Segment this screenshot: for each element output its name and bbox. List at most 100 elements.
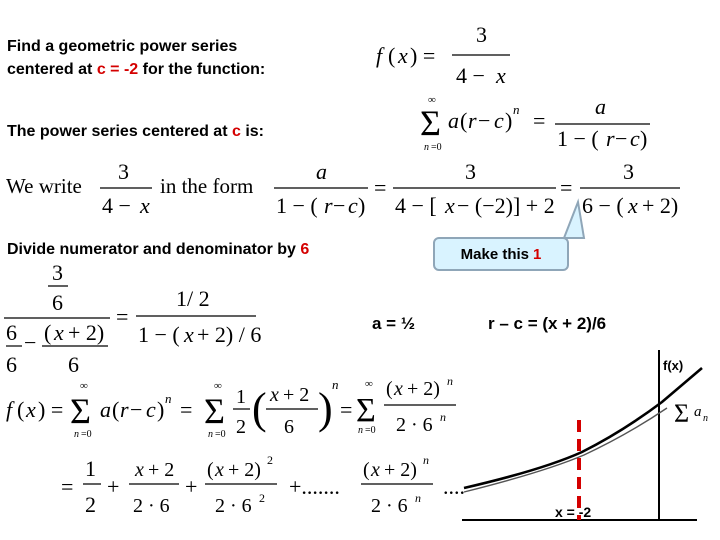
f-curve <box>463 367 703 490</box>
svg-text:(: ( <box>252 384 267 433</box>
svg-text:n: n <box>208 429 213 440</box>
series-c: c <box>231 123 241 140</box>
svg-text:1/ 2: 1/ 2 <box>176 286 210 311</box>
svg-text:−: − <box>24 330 36 355</box>
svg-text:6: 6 <box>52 290 63 315</box>
svg-text:f: f <box>376 43 385 68</box>
svg-text:(: ( <box>388 43 395 68</box>
svg-text:=0: =0 <box>431 142 442 153</box>
svg-text:(: ( <box>207 459 214 481</box>
svg-text:3: 3 <box>623 159 634 184</box>
svg-text:+ 2: + 2 <box>148 459 174 481</box>
svg-text:− (−2)] + 2: − (−2)] + 2 <box>457 193 555 218</box>
svg-text:(: ( <box>363 459 370 481</box>
svg-text:x: x <box>25 397 36 422</box>
svg-text:=0: =0 <box>215 429 226 440</box>
svg-text:2: 2 <box>85 492 96 517</box>
svg-text:+ 2): + 2) <box>384 459 417 481</box>
svg-text:(: ( <box>17 397 24 422</box>
we-write-label: We write <box>6 174 82 198</box>
svg-text:−: − <box>130 397 142 422</box>
svg-text:n: n <box>447 375 453 388</box>
svg-text:r: r <box>606 126 615 151</box>
svg-text:+ 2): + 2) <box>68 320 104 345</box>
in-the-form-label: in the form <box>160 174 253 198</box>
svg-text:=: = <box>61 474 73 499</box>
svg-text:): ) <box>358 193 365 218</box>
svg-text:−: − <box>333 193 345 218</box>
callout-number: 1 <box>533 245 542 263</box>
svg-text:): ) <box>640 126 647 151</box>
svg-text:Σ: Σ <box>70 391 91 431</box>
svg-text:): ) <box>505 108 512 133</box>
r-minus-c-value: r – c = (x + 2)/6 <box>488 314 607 333</box>
svg-text:a: a <box>595 94 606 119</box>
svg-text:+.......: +....... <box>289 474 340 499</box>
compound-fraction: 3 6 6 − ( x + 2) 6 6 = 1/ 2 1 − ( x + 2)… <box>4 260 261 377</box>
svg-text:n: n <box>332 377 339 392</box>
svg-text:): ) <box>318 384 333 433</box>
svg-text:−: − <box>615 126 627 151</box>
svg-text:x: x <box>370 459 380 481</box>
divisor: 6 <box>300 241 310 258</box>
svg-text:1: 1 <box>236 386 246 408</box>
expanded-terms: = 1 2 + x + 2 2 · 6 + ( x + 2) 2 2 · 6 2… <box>61 453 465 517</box>
svg-text:2: 2 <box>259 491 265 505</box>
svg-text:+ 2: + 2 <box>283 384 309 406</box>
svg-text:∞: ∞ <box>428 94 436 106</box>
svg-text:x: x <box>183 322 194 347</box>
svg-text:1 − (: 1 − ( <box>138 322 180 347</box>
svg-text:1 − (: 1 − ( <box>557 126 599 151</box>
svg-text:Σ: Σ <box>204 391 225 431</box>
svg-text:): ) <box>157 397 164 422</box>
svg-text:=: = <box>340 397 352 422</box>
svg-text:3: 3 <box>52 260 63 285</box>
svg-text:n: n <box>424 142 429 153</box>
svg-text:n: n <box>440 410 446 424</box>
svg-text:=: = <box>374 175 386 200</box>
svg-text:=0: =0 <box>365 425 376 436</box>
svg-text:4 −: 4 − <box>456 63 485 88</box>
svg-text:6: 6 <box>6 352 17 377</box>
series-prefix: The power series centered at <box>7 123 232 140</box>
series-suffix: is: <box>240 123 265 140</box>
svg-text:=: = <box>533 108 545 133</box>
svg-text:c: c <box>348 193 358 218</box>
svg-text:r: r <box>468 108 477 133</box>
svg-text:Σ: Σ <box>420 103 441 143</box>
line2-suffix: for the function: <box>138 61 266 78</box>
function-definition: f ( x ) = 3 4 − x <box>376 22 510 88</box>
make-this-one-callout: Make this 1 <box>433 237 569 271</box>
svg-text:(: ( <box>386 378 393 400</box>
svg-text:x: x <box>214 459 224 481</box>
svg-text:∞: ∞ <box>214 380 222 392</box>
svg-text:n: n <box>703 413 708 424</box>
svg-text:) =: ) = <box>38 397 63 422</box>
svg-text:n: n <box>513 102 520 117</box>
svg-text:(: ( <box>460 108 467 133</box>
svg-text:2 · 6: 2 · 6 <box>371 495 408 517</box>
svg-text:∞: ∞ <box>365 378 373 390</box>
svg-text:+: + <box>107 474 119 499</box>
svg-text:n: n <box>165 391 172 406</box>
svg-text:r: r <box>120 397 129 422</box>
svg-text:2: 2 <box>236 416 246 438</box>
svg-text:....: .... <box>443 474 465 499</box>
svg-text:(: ( <box>112 397 119 422</box>
svg-text:6 − (: 6 − ( <box>582 193 624 218</box>
svg-text:x: x <box>393 378 403 400</box>
svg-text:a: a <box>100 397 111 422</box>
svg-text:a: a <box>448 108 459 133</box>
svg-text:=: = <box>180 397 192 422</box>
svg-text:n: n <box>74 429 79 440</box>
svg-text:+ 2) / 6: + 2) / 6 <box>197 322 261 347</box>
series-expansion: f ( x ) = ∞ Σ n=0 a ( r − c ) n = ∞ Σ n=… <box>6 375 456 440</box>
svg-text:−: − <box>478 108 490 133</box>
svg-text:+ 2): + 2) <box>407 378 440 400</box>
svg-text:6: 6 <box>6 320 17 345</box>
svg-text:x: x <box>397 43 408 68</box>
svg-text:r: r <box>324 193 333 218</box>
series-statement: The power series centered at c is: <box>7 122 264 142</box>
svg-text:2 · 6: 2 · 6 <box>215 495 252 517</box>
svg-text:a: a <box>316 159 327 184</box>
